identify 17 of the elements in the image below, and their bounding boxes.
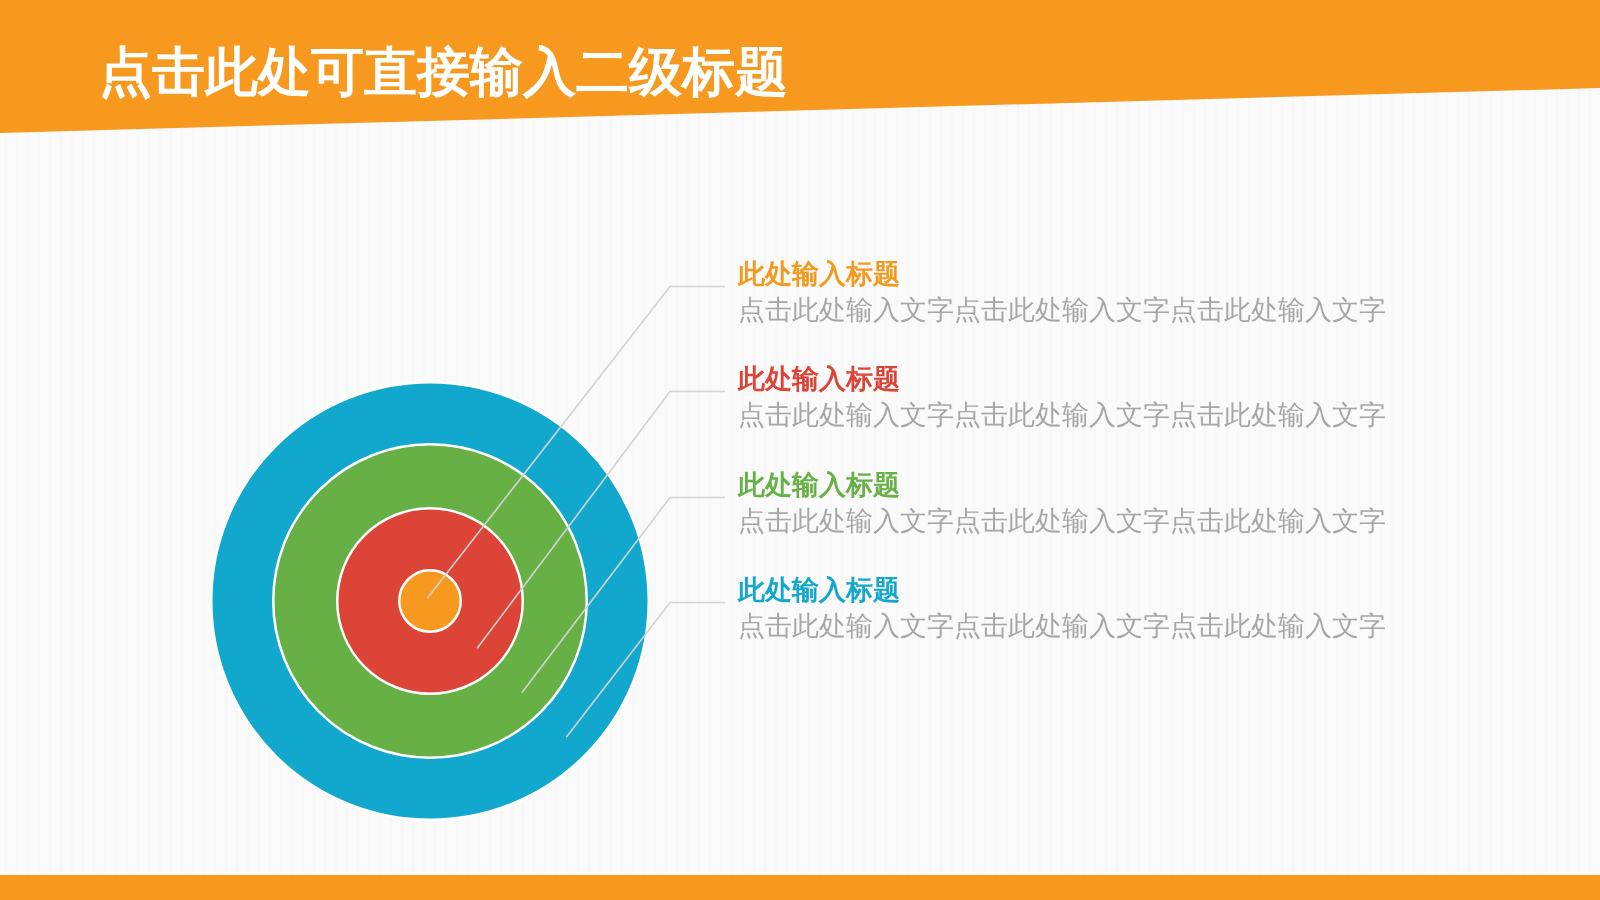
leader-line [521, 496, 726, 694]
target-center [398, 569, 462, 633]
description-text: 点击此处输入文字点击此处输入文字点击此处输入文字 [738, 504, 1386, 538]
section-heading: 此处输入标题 [738, 468, 900, 502]
section-heading: 此处输入标题 [738, 362, 900, 396]
target-outer-ring [210, 381, 650, 821]
section-heading: 此处输入标题 [738, 257, 900, 291]
target-middle-ring [272, 443, 588, 759]
leader-line [565, 601, 726, 739]
description-text: 点击此处输入文字点击此处输入文字点击此处输入文字 [738, 609, 1386, 643]
leader-line [426, 285, 726, 600]
description-text: 点击此处输入文字点击此处输入文字点击此处输入文字 [738, 398, 1386, 432]
description-text: 点击此处输入文字点击此处输入文字点击此处输入文字 [738, 293, 1386, 327]
target-inner-ring [336, 507, 524, 695]
section-heading: 此处输入标题 [738, 573, 900, 607]
slide-title: 点击此处可直接输入二级标题 [99, 42, 788, 102]
leader-line [476, 390, 726, 649]
